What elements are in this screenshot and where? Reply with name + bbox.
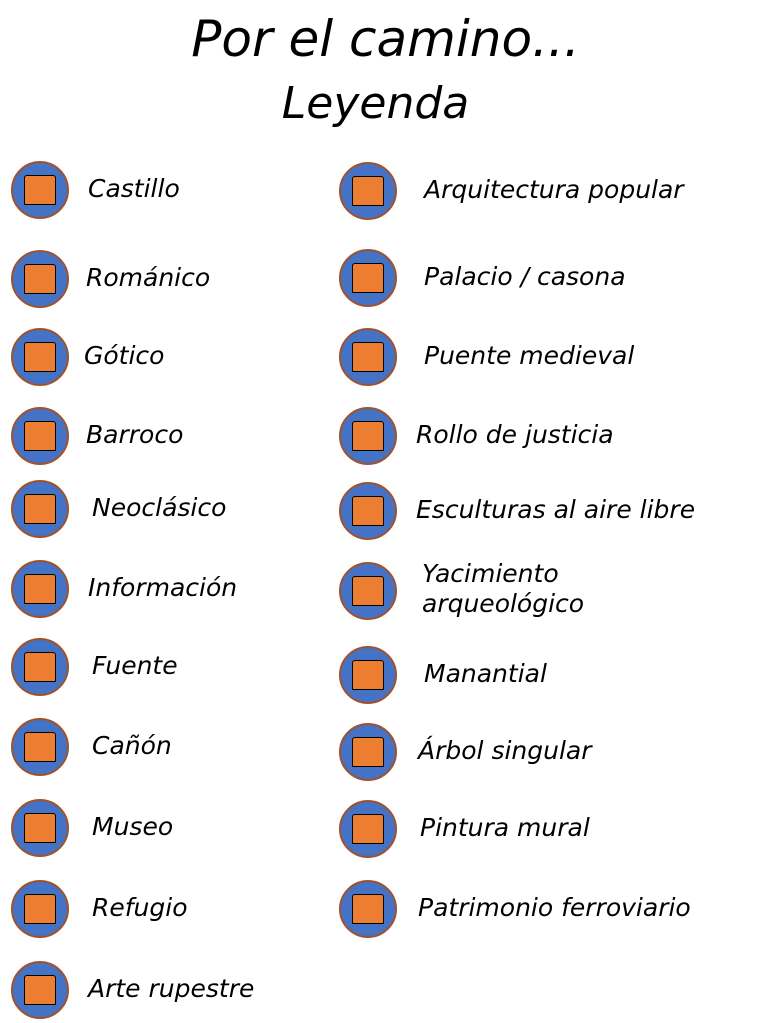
fountain-icon	[11, 638, 69, 696]
rose-window-icon	[11, 328, 69, 386]
legend-label: Cañón	[92, 731, 172, 760]
palace-icon	[339, 249, 397, 307]
icon-glyph	[24, 652, 56, 682]
page-title: Por el camino...	[191, 10, 580, 68]
legend-label: Arte rupestre	[88, 974, 255, 1003]
museum-icon	[11, 799, 69, 857]
icon-glyph	[24, 813, 56, 843]
legend-label: Castillo	[88, 174, 180, 203]
legend-label: Yacimiento arqueológico	[422, 559, 585, 618]
shelter-icon	[11, 880, 69, 938]
icon-glyph	[24, 574, 56, 604]
legend-label: Puente medieval	[424, 341, 635, 370]
legend-label: Rollo de justicia	[416, 420, 614, 449]
rock-art-icon	[11, 961, 69, 1019]
info-icon	[11, 560, 69, 618]
sculpture-icon	[339, 482, 397, 540]
icon-glyph	[24, 175, 56, 205]
icon-glyph	[24, 975, 56, 1005]
icon-glyph	[24, 732, 56, 762]
legend-label: Información	[88, 573, 238, 602]
icon-glyph	[352, 263, 384, 293]
railway-icon	[339, 880, 397, 938]
legend-label: Refugio	[92, 893, 188, 922]
legend-label: Gótico	[84, 341, 165, 370]
neoclassical-building-icon	[11, 480, 69, 538]
icon-glyph	[352, 660, 384, 690]
legend-label: Palacio / casona	[424, 262, 626, 291]
icon-glyph	[24, 342, 56, 372]
icon-glyph	[352, 342, 384, 372]
icon-glyph	[24, 494, 56, 524]
legend-label: Museo	[92, 812, 174, 841]
icon-glyph	[352, 737, 384, 767]
icon-glyph	[24, 264, 56, 294]
legend-label: Fuente	[92, 651, 178, 680]
icon-glyph	[24, 894, 56, 924]
pillory-icon	[339, 407, 397, 465]
legend-label: Pintura mural	[420, 813, 590, 842]
castle-icon	[11, 161, 69, 219]
icon-glyph	[352, 814, 384, 844]
icon-glyph	[352, 894, 384, 924]
legend-label: Barroco	[86, 420, 184, 449]
legend-label: Románico	[86, 263, 211, 292]
tree-icon	[339, 723, 397, 781]
icon-glyph	[352, 496, 384, 526]
mural-icon	[339, 800, 397, 858]
icon-glyph	[24, 421, 56, 451]
page-subtitle: Leyenda	[281, 78, 470, 129]
icon-glyph	[352, 576, 384, 606]
baroque-tower-icon	[11, 407, 69, 465]
legend-label: Neoclásico	[92, 493, 227, 522]
legend-label: Esculturas al aire libre	[416, 495, 696, 524]
canyon-icon	[11, 718, 69, 776]
legend-label: Manantial	[424, 659, 547, 688]
legend-label: Arquitectura popular	[424, 175, 684, 204]
romanesque-arch-icon	[11, 250, 69, 308]
popular-architecture-icon	[339, 162, 397, 220]
bridge-icon	[339, 328, 397, 386]
icon-glyph	[352, 421, 384, 451]
archaeological-site-icon	[339, 562, 397, 620]
icon-glyph	[352, 176, 384, 206]
spring-icon	[339, 646, 397, 704]
legend-label: Patrimonio ferroviario	[418, 893, 691, 922]
legend-label: Árbol singular	[418, 736, 592, 765]
